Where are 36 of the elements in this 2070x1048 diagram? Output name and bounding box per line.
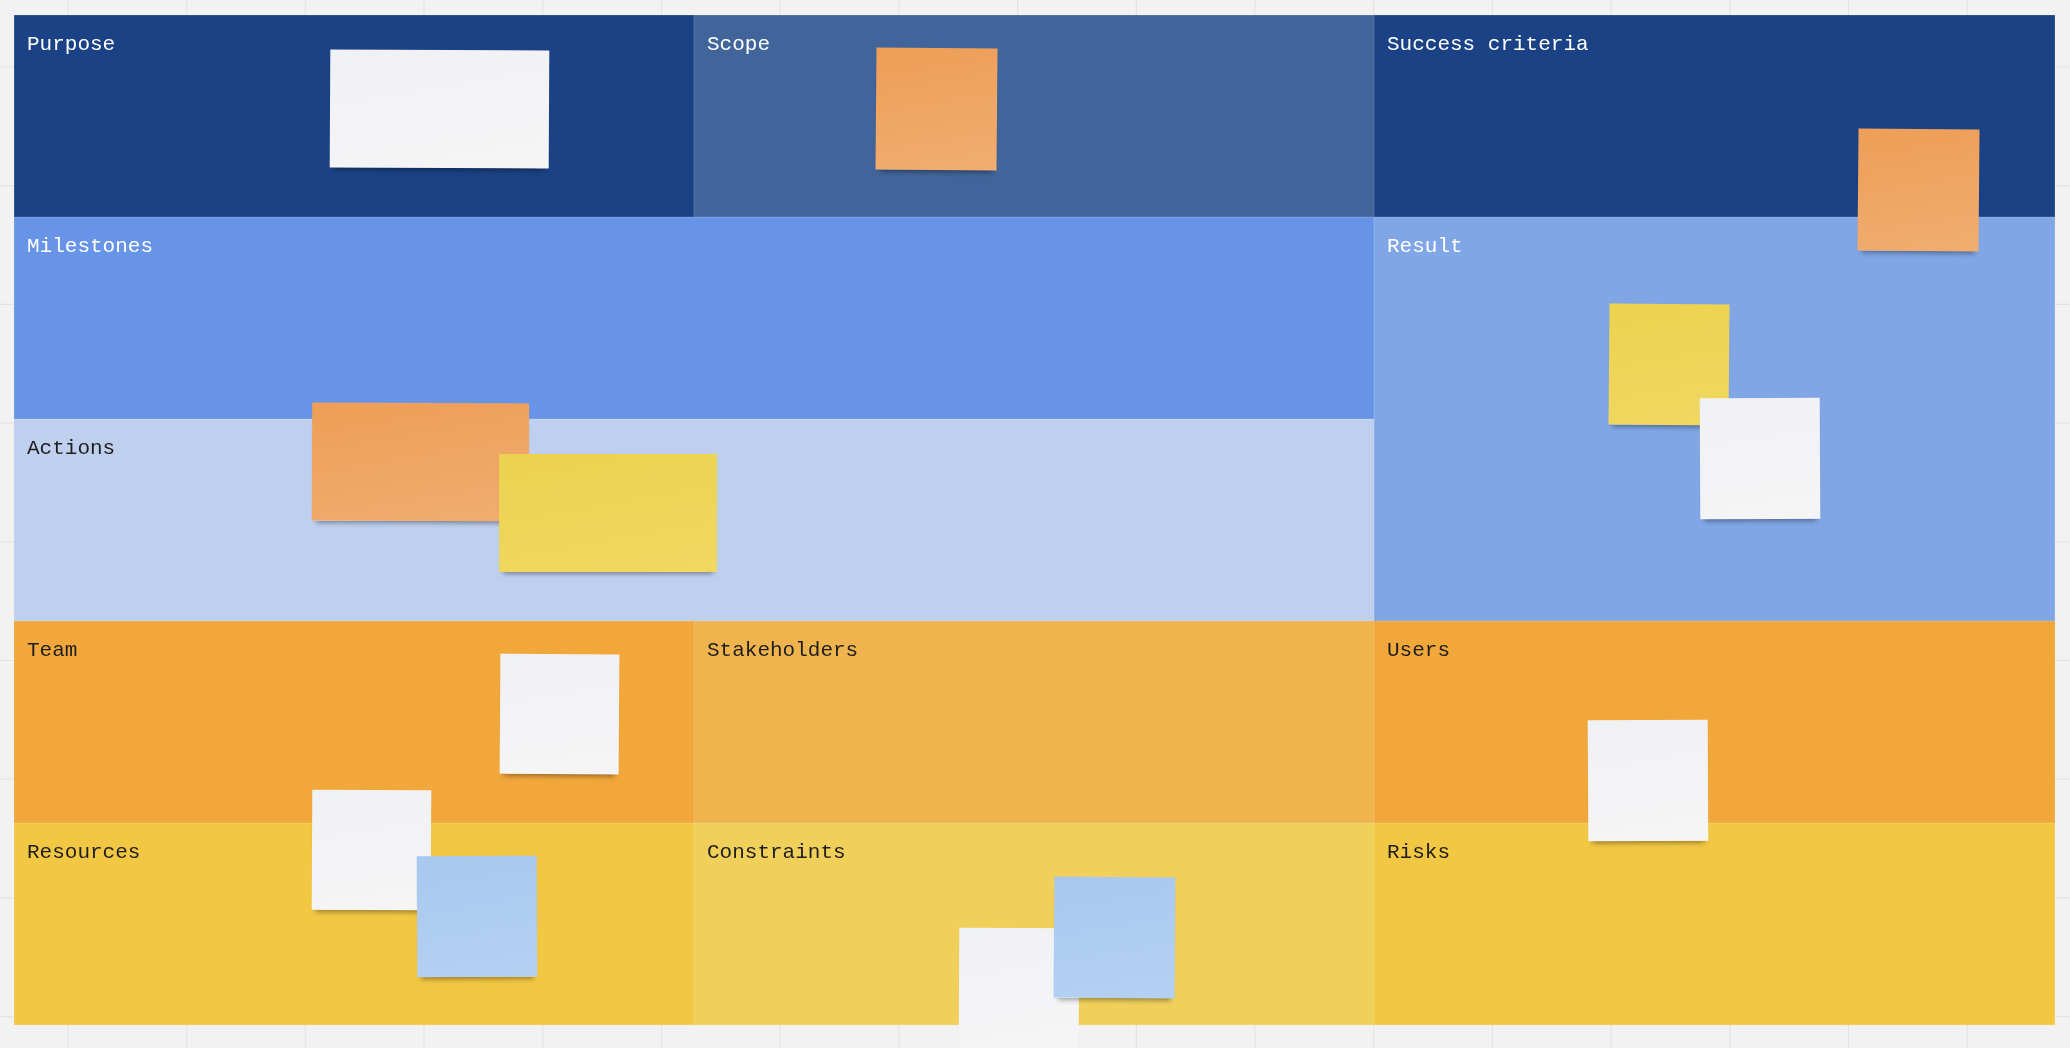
section-title: Risks (1387, 839, 1450, 866)
sticky-note (1857, 128, 1980, 252)
section-title: Result (1387, 233, 1463, 260)
section-title: Milestones (27, 233, 154, 260)
section-title: Resources (27, 839, 141, 866)
sticky-note (416, 855, 538, 978)
board-section (1374, 822, 2055, 1025)
sticky-note (311, 789, 432, 911)
section-title: Team (27, 637, 78, 664)
sticky-note (1053, 876, 1176, 999)
section-title: Actions (27, 435, 116, 462)
sticky-note (1587, 719, 1709, 842)
board-section (14, 216, 1374, 419)
board-section (1374, 216, 2055, 621)
board-section (14, 418, 1374, 621)
sticky-note (1699, 397, 1821, 520)
board-section (1374, 620, 2055, 823)
board-section (1374, 14, 2055, 217)
sticky-note (499, 653, 620, 775)
sticky-note (875, 47, 998, 171)
board-section (14, 620, 694, 823)
board-section (694, 822, 1374, 1025)
board-section (694, 620, 1374, 823)
sticky-note (329, 49, 550, 169)
board-section (694, 14, 1374, 217)
section-title: Stakeholders (707, 637, 859, 664)
board-section (14, 14, 694, 217)
section-title: Constraints (707, 839, 846, 866)
sticky-note (311, 402, 530, 522)
section-title: Success criteria (1387, 31, 1589, 58)
section-title: Users (1387, 637, 1450, 664)
sticky-note (499, 454, 717, 572)
section-title: Purpose (27, 31, 116, 58)
board-section (14, 822, 694, 1025)
sticky-note (1608, 303, 1730, 426)
section-title: Scope (707, 31, 770, 58)
